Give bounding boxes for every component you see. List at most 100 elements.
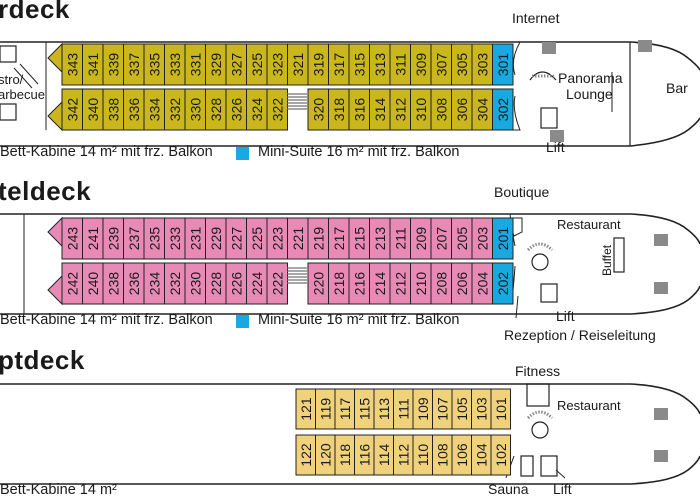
cabin-218[interactable]: 218: [328, 262, 350, 305]
cabin-209[interactable]: 209: [410, 217, 432, 260]
cabin-333[interactable]: 333: [164, 43, 186, 86]
cabin-222[interactable]: 222: [266, 262, 288, 305]
cabin-241[interactable]: 241: [82, 217, 104, 260]
cabin-342[interactable]: 342: [61, 88, 83, 131]
cabin-335[interactable]: 335: [143, 43, 165, 86]
cabin-114[interactable]: 114: [373, 434, 394, 476]
cabin-237[interactable]: 237: [123, 217, 145, 260]
cabin-228[interactable]: 228: [205, 262, 227, 305]
cabin-224[interactable]: 224: [246, 262, 268, 305]
cabin-316[interactable]: 316: [348, 88, 370, 131]
cabin-226[interactable]: 226: [225, 262, 247, 305]
cabin-312[interactable]: 312: [389, 88, 411, 131]
cabin-110[interactable]: 110: [412, 434, 433, 476]
cabin-320[interactable]: 320: [307, 88, 329, 131]
cabin-239[interactable]: 239: [102, 217, 124, 260]
cabin-231[interactable]: 231: [184, 217, 206, 260]
suite-201[interactable]: 201: [492, 217, 514, 260]
cabin-101[interactable]: 101: [490, 388, 511, 430]
cabin-327[interactable]: 327: [225, 43, 247, 86]
cabin-117[interactable]: 117: [334, 388, 355, 430]
cabin-220[interactable]: 220: [307, 262, 329, 305]
cabin-109[interactable]: 109: [412, 388, 433, 430]
cabin-339[interactable]: 339: [102, 43, 124, 86]
cabin-309[interactable]: 309: [410, 43, 432, 86]
cabin-118[interactable]: 118: [334, 434, 355, 476]
cabin-306[interactable]: 306: [451, 88, 473, 131]
cabin-221[interactable]: 221: [287, 217, 309, 260]
cabin-330[interactable]: 330: [184, 88, 206, 131]
cabin-212[interactable]: 212: [389, 262, 411, 305]
suite-202[interactable]: 202: [492, 262, 514, 305]
cabin-203[interactable]: 203: [471, 217, 493, 260]
cabin-210[interactable]: 210: [410, 262, 432, 305]
cabin-236[interactable]: 236: [123, 262, 145, 305]
cabin-211[interactable]: 211: [389, 217, 411, 260]
cabin-343[interactable]: 343: [61, 43, 83, 86]
cabin-214[interactable]: 214: [369, 262, 391, 305]
cabin-323[interactable]: 323: [266, 43, 288, 86]
cabin-321[interactable]: 321: [287, 43, 309, 86]
cabin-113[interactable]: 113: [373, 388, 394, 430]
cabin-227[interactable]: 227: [225, 217, 247, 260]
cabin-331[interactable]: 331: [184, 43, 206, 86]
cabin-108[interactable]: 108: [432, 434, 453, 476]
cabin-311[interactable]: 311: [389, 43, 411, 86]
cabin-216[interactable]: 216: [348, 262, 370, 305]
cabin-313[interactable]: 313: [369, 43, 391, 86]
cabin-219[interactable]: 219: [307, 217, 329, 260]
cabin-232[interactable]: 232: [164, 262, 186, 305]
cabin-308[interactable]: 308: [430, 88, 452, 131]
cabin-326[interactable]: 326: [225, 88, 247, 131]
cabin-107[interactable]: 107: [432, 388, 453, 430]
cabin-340[interactable]: 340: [82, 88, 104, 131]
cabin-223[interactable]: 223: [266, 217, 288, 260]
cabin-334[interactable]: 334: [143, 88, 165, 131]
cabin-106[interactable]: 106: [451, 434, 472, 476]
cabin-332[interactable]: 332: [164, 88, 186, 131]
cabin-121[interactable]: 121: [295, 388, 316, 430]
suite-302[interactable]: 302: [492, 88, 514, 131]
cabin-213[interactable]: 213: [369, 217, 391, 260]
cabin-324[interactable]: 324: [246, 88, 268, 131]
cabin-305[interactable]: 305: [451, 43, 473, 86]
cabin-238[interactable]: 238: [102, 262, 124, 305]
cabin-235[interactable]: 235: [143, 217, 165, 260]
cabin-208[interactable]: 208: [430, 262, 452, 305]
cabin-318[interactable]: 318: [328, 88, 350, 131]
cabin-112[interactable]: 112: [393, 434, 414, 476]
cabin-307[interactable]: 307: [430, 43, 452, 86]
cabin-240[interactable]: 240: [82, 262, 104, 305]
cabin-336[interactable]: 336: [123, 88, 145, 131]
cabin-205[interactable]: 205: [451, 217, 473, 260]
cabin-329[interactable]: 329: [205, 43, 227, 86]
cabin-304[interactable]: 304: [471, 88, 493, 131]
cabin-319[interactable]: 319: [307, 43, 329, 86]
cabin-338[interactable]: 338: [102, 88, 124, 131]
cabin-120[interactable]: 120: [315, 434, 336, 476]
cabin-234[interactable]: 234: [143, 262, 165, 305]
cabin-322[interactable]: 322: [266, 88, 288, 131]
cabin-204[interactable]: 204: [471, 262, 493, 305]
cabin-119[interactable]: 119: [315, 388, 336, 430]
cabin-242[interactable]: 242: [61, 262, 83, 305]
cabin-310[interactable]: 310: [410, 88, 432, 131]
cabin-115[interactable]: 115: [354, 388, 375, 430]
cabin-243[interactable]: 243: [61, 217, 83, 260]
cabin-215[interactable]: 215: [348, 217, 370, 260]
cabin-317[interactable]: 317: [328, 43, 350, 86]
cabin-116[interactable]: 116: [354, 434, 375, 476]
cabin-314[interactable]: 314: [369, 88, 391, 131]
cabin-102[interactable]: 102: [490, 434, 511, 476]
cabin-341[interactable]: 341: [82, 43, 104, 86]
cabin-328[interactable]: 328: [205, 88, 227, 131]
cabin-303[interactable]: 303: [471, 43, 493, 86]
cabin-229[interactable]: 229: [205, 217, 227, 260]
cabin-315[interactable]: 315: [348, 43, 370, 86]
cabin-105[interactable]: 105: [451, 388, 472, 430]
suite-301[interactable]: 301: [492, 43, 514, 86]
cabin-122[interactable]: 122: [295, 434, 316, 476]
cabin-230[interactable]: 230: [184, 262, 206, 305]
cabin-103[interactable]: 103: [471, 388, 492, 430]
cabin-217[interactable]: 217: [328, 217, 350, 260]
